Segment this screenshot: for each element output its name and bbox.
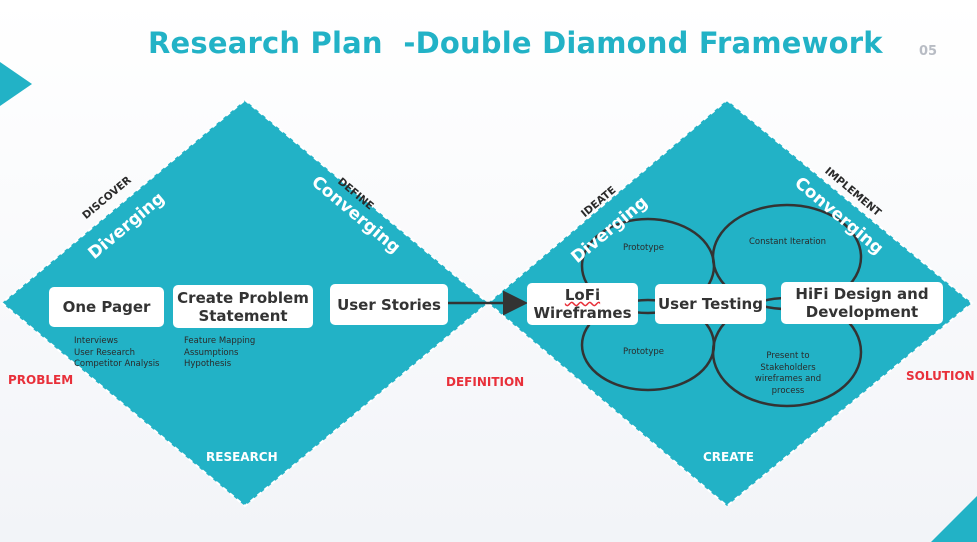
note-interviews: Interviews (74, 336, 118, 346)
user-testing-label: User Testing (658, 295, 763, 313)
slide-title: Research Plan -Double Diamond Framework (148, 26, 883, 60)
one-pager-notes: Interviews User Research Competitor Anal… (74, 336, 160, 371)
problem-notes: Feature Mapping Assumptions Hypothesis (184, 336, 255, 371)
create-label: CREATE (703, 450, 754, 464)
solution-label: SOLUTION (906, 369, 975, 383)
note-assumptions: Assumptions (184, 347, 239, 358)
box-user-stories: User Stories (330, 284, 448, 325)
present-stakeholders-label: Present to Stakeholders wireframes and p… (750, 351, 826, 397)
box-one-pager: One Pager (49, 287, 164, 327)
present-line1: Present to (766, 351, 810, 361)
problem-label: PROBLEM (8, 373, 74, 387)
one-pager-label: One Pager (62, 298, 151, 316)
constant-iteration-label: Constant Iteration (749, 237, 826, 247)
lofi-line2: Wireframes (533, 304, 632, 322)
note-competitor-analysis: Competitor Analysis (74, 359, 160, 369)
hifi-line2: Development (805, 303, 919, 321)
box-user-testing: User Testing (655, 284, 766, 324)
present-line3: wireframes and (754, 374, 822, 384)
user-stories-label: User Stories (337, 295, 441, 314)
note-user-research: User Research (74, 347, 136, 358)
create-problem-line2: Statement (198, 306, 288, 325)
page-number: 05 (919, 44, 938, 59)
box-create-problem-statement: Create Problem Statement (173, 285, 313, 328)
definition-label: DEFINITION (446, 375, 525, 389)
lofi-line1: LoFi (564, 286, 601, 304)
corner-triangle-top-left (0, 62, 32, 106)
box-hifi-design: HiFi Design and Development (781, 282, 943, 324)
present-line2: Stakeholders (760, 362, 816, 373)
note-hypothesis: Hypothesis (184, 359, 232, 369)
box-lofi-wireframes: LoFi Wireframes (527, 283, 638, 325)
create-problem-line1: Create Problem (177, 288, 309, 307)
present-line4: process (771, 385, 805, 396)
prototype-bottom-label: Prototype (623, 347, 665, 357)
note-feature-mapping: Feature Mapping (184, 336, 256, 346)
research-label: RESEARCH (206, 450, 278, 464)
corner-triangle-bottom-right (931, 496, 977, 542)
hifi-line1: HiFi Design and (795, 285, 929, 303)
prototype-top-label: Prototype (623, 243, 665, 253)
